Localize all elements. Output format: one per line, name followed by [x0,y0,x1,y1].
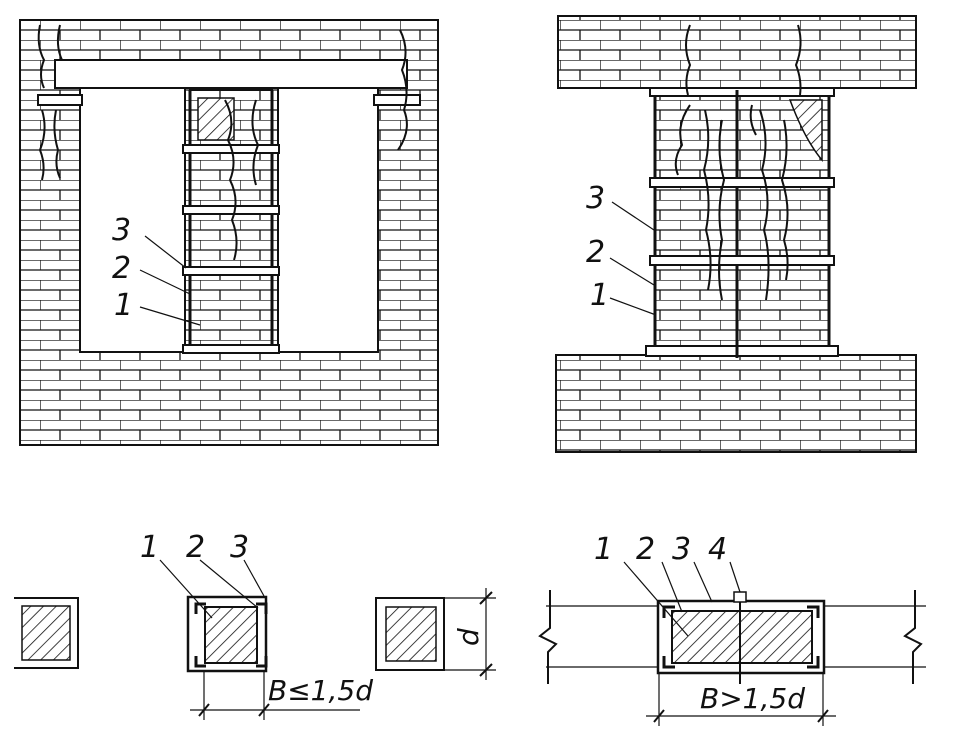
callout-1: 1 [594,532,613,567]
section-narrow: 1 2 3 B≤1,5d d [14,530,496,720]
tie-plate [733,591,747,603]
leader-3 [693,561,713,603]
crack [674,104,691,176]
crack [759,109,770,301]
callout-4: 4 [708,532,727,567]
crack [702,109,712,291]
dim-tick [479,663,493,677]
leader-3 [144,235,187,269]
leader-2 [661,561,683,613]
crack [38,109,46,181]
crack [794,24,802,96]
dim-height: d [452,628,485,646]
elevation-left: 3 2 1 [19,19,439,446]
callout-1: 1 [140,530,159,565]
crack [749,104,757,136]
cage-strip [649,255,835,266]
dim-width: B≤1,5d [268,674,373,707]
leader-2 [199,559,259,609]
callout-1: 1 [590,278,609,313]
leader-1 [623,561,689,637]
corner-angle [807,656,820,669]
section-wide: 1 2 3 4 B>1,5d [538,532,926,726]
pier-section [204,606,258,664]
corner-angle [194,656,206,668]
callout-3: 3 [672,532,691,567]
top-masonry [557,15,917,89]
crack [251,99,260,186]
callout-3: 3 [586,181,605,216]
pier-cap-right [373,94,421,106]
callout-2: 2 [586,235,605,270]
crack [53,109,61,179]
dim-tick [817,709,829,723]
lintel-left [54,59,408,89]
crack [718,119,726,301]
crack [56,24,63,61]
corner-angle [662,656,675,669]
leader-3 [611,201,655,231]
hatched-block [788,99,823,163]
crack [685,24,692,96]
callout-2: 2 [112,251,131,286]
corner-angle [256,602,268,614]
cage-strip [649,177,835,188]
pier-hatched-block [197,97,235,141]
crack [224,99,238,261]
hatched-section [21,605,71,661]
break-mark-right [903,590,923,684]
elevation-right: 3 2 1 [555,15,917,453]
corner-angle [662,605,675,618]
dim-tick [479,591,493,605]
window-opening-left [79,87,186,353]
leader-2 [609,257,655,286]
pier-section [671,610,813,664]
dim-tick [198,703,210,717]
leader-4 [729,561,741,593]
window-opening-right [277,87,379,353]
corner-angle [807,605,820,618]
callout-3: 3 [230,530,249,565]
callout-2: 2 [186,530,205,565]
corner-angle [256,656,268,668]
leader-2 [139,269,191,295]
pier-cap-left [37,94,83,106]
bottom-masonry [555,354,917,453]
leader-1 [159,559,213,619]
pier-base [645,345,839,357]
dim-tick [258,703,270,717]
pier-cap-top [649,87,835,97]
leader-1 [609,297,657,316]
corner-angle [194,602,206,614]
hatched-section [385,606,437,662]
cage-strip [182,344,280,354]
crack [780,119,789,281]
leader-1 [139,306,201,326]
cage-strip [182,266,280,276]
callout-1: 1 [114,288,133,323]
dim-width: B>1,5d [700,682,805,715]
crack [397,29,408,151]
dim-tick [653,709,665,723]
break-mark-left [538,590,558,684]
crack [37,24,46,89]
callout-2: 2 [636,532,655,567]
leader-3 [243,559,265,597]
cage-strip [182,205,280,215]
callout-3: 3 [112,213,131,248]
